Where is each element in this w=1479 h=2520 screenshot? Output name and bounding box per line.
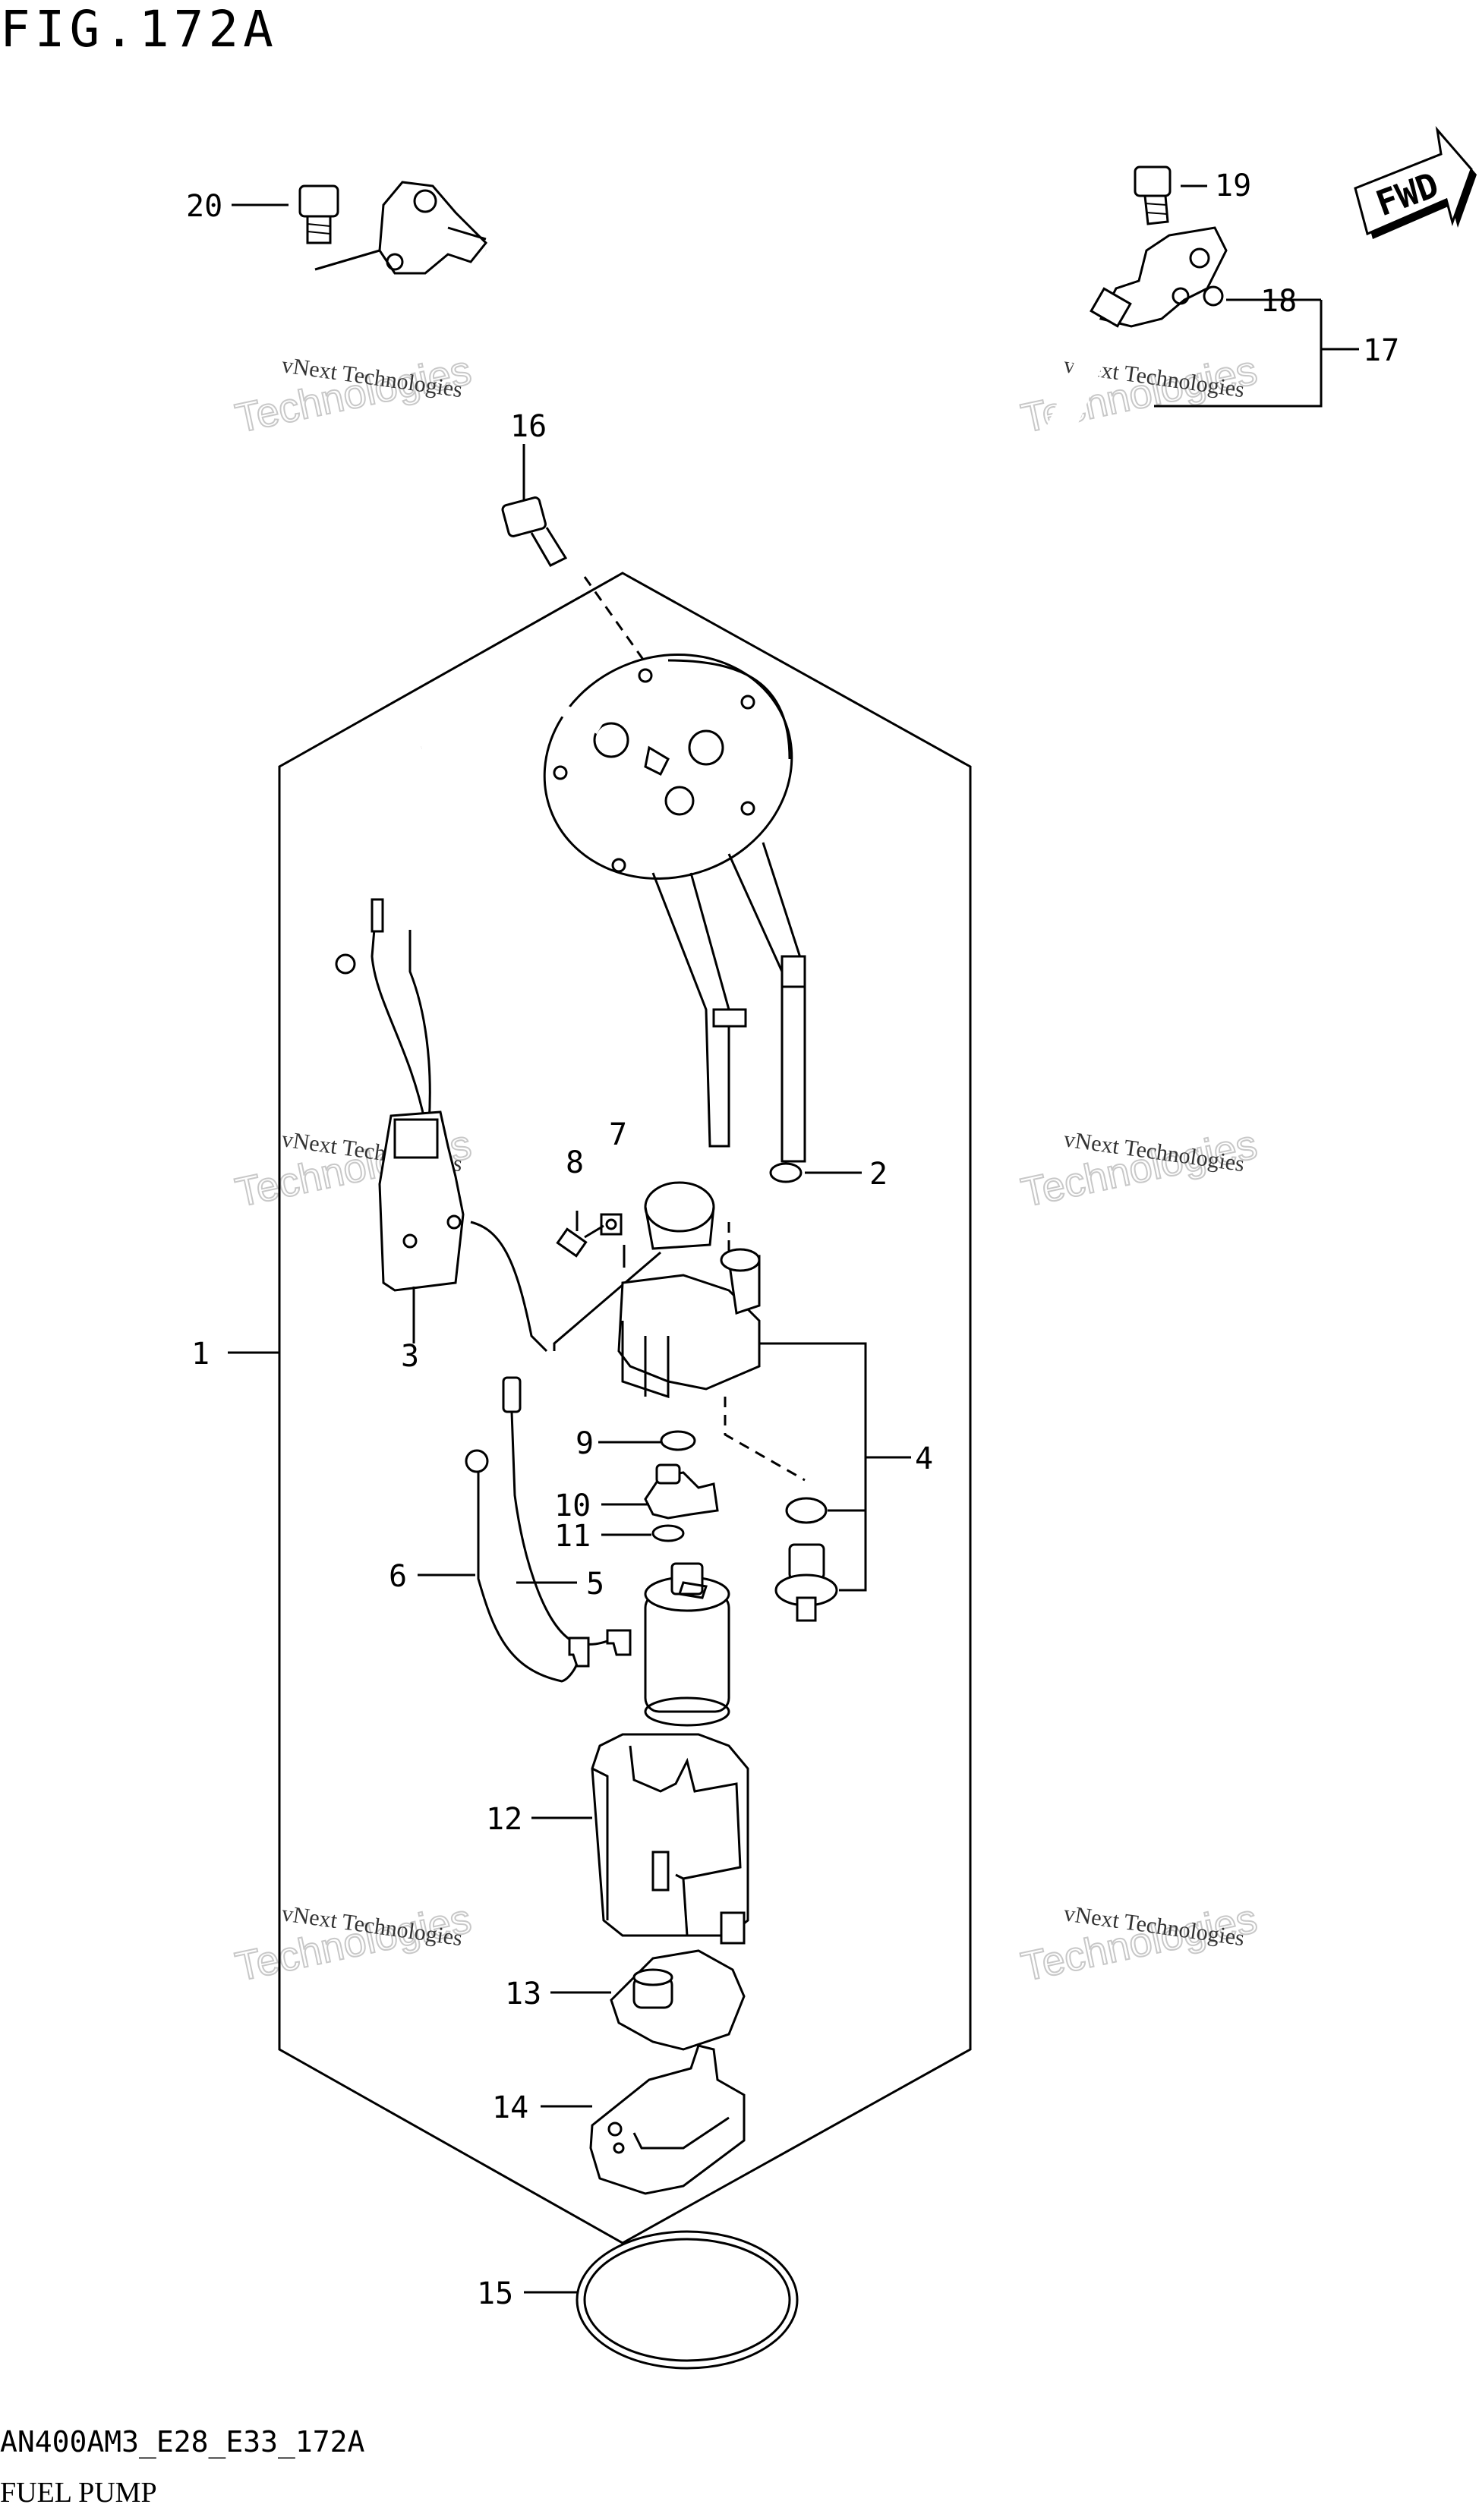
callout-17: 17 <box>1363 333 1399 368</box>
callout-20: 20 <box>186 189 222 224</box>
watermark-mid-right: Technologies vNext Technologies <box>1017 1121 1262 1217</box>
callout-18: 18 <box>1260 284 1297 319</box>
fuel-pump-motor <box>644 1562 730 1727</box>
bolt-20 <box>298 184 380 271</box>
callout-15: 15 <box>477 2276 513 2311</box>
leader-lines <box>228 184 1359 2294</box>
callout-14: 14 <box>492 2090 528 2125</box>
callout-16: 16 <box>510 409 547 444</box>
callout-7: 7 <box>609 1117 627 1152</box>
fitting-10 <box>644 1463 719 1520</box>
pump-flange <box>420 654 806 1163</box>
wire-6 <box>465 1449 590 1683</box>
o-ring-15 <box>576 2230 799 2370</box>
wire-5 <box>502 1376 632 1656</box>
screw-8 <box>556 1224 604 1258</box>
watermark-top-left: Technologies vNext Technologies <box>231 347 476 443</box>
callout-13: 13 <box>505 1977 541 2011</box>
pump-holder-12 <box>591 1733 749 1945</box>
cover-14 <box>589 2044 746 2195</box>
callout-10: 10 <box>554 1488 591 1523</box>
assembly-outline <box>278 572 972 2244</box>
bolt-16 <box>501 496 651 669</box>
figure-name: FUEL PUMP <box>0 2477 157 2509</box>
watermark-bottom-left: Technologies vNext Technologies <box>231 1895 476 1991</box>
fuel-level-gauge-3 <box>335 898 548 1353</box>
callout-8: 8 <box>566 1145 584 1180</box>
callout-12: 12 <box>486 1802 522 1837</box>
callout-9: 9 <box>576 1426 594 1461</box>
bolt-19 <box>1134 165 1172 225</box>
callout-2: 2 <box>869 1157 888 1192</box>
fwd-arrow: FWD <box>1354 126 1477 239</box>
callout-11: 11 <box>554 1519 591 1554</box>
fuel-hose-assembly <box>378 181 1228 587</box>
washer-9 <box>660 1430 696 1451</box>
filter-13 <box>610 1949 746 2051</box>
watermark-bottom-right: Technologies vNext Technologies <box>1017 1895 1262 1991</box>
callout-5: 5 <box>586 1567 604 1602</box>
callout-19: 19 <box>1215 169 1251 203</box>
callout-4: 4 <box>915 1441 933 1476</box>
washer-11 <box>651 1524 685 1542</box>
regulator-assembly-4 <box>617 1222 806 1482</box>
figure-title: FIG.172A <box>0 0 278 58</box>
o-ring-2 <box>769 1162 803 1183</box>
nut-7 <box>600 1213 623 1236</box>
washer-18 <box>1203 285 1224 307</box>
callout-3: 3 <box>401 1339 419 1374</box>
gauge-float <box>553 1181 715 1351</box>
callout-6: 6 <box>389 1559 407 1594</box>
callout-1: 1 <box>191 1337 210 1372</box>
pressure-regulator <box>774 1497 838 1622</box>
callout-labels: 20 19 18 17 16 2 1 3 7 8 4 9 10 11 6 5 1… <box>186 169 1399 2311</box>
figure-code: AN400AM3_E28_E33_172A <box>0 2425 365 2459</box>
fwd-label: FWD <box>1370 164 1444 224</box>
